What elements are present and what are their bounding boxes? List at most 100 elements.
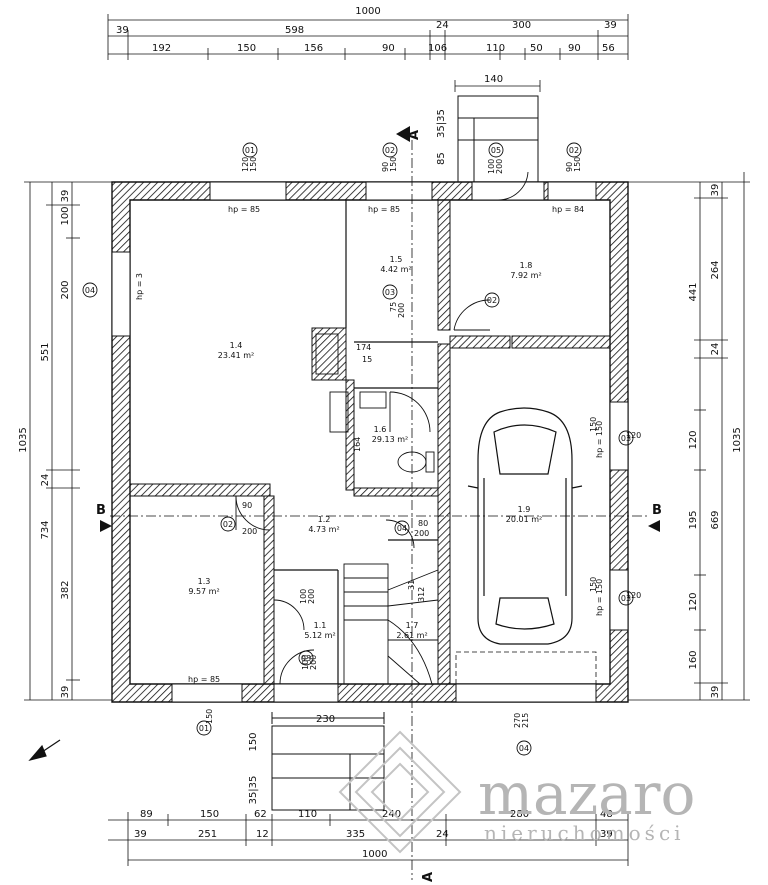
tag-03-a: 03 [385, 288, 395, 297]
dim-top-110: 110 [486, 43, 505, 54]
dim-15: 15 [362, 355, 372, 364]
section-a-top: A [407, 130, 422, 140]
dim-left-551: 551 [40, 342, 51, 361]
room-id-1-9: 1.9 [518, 505, 531, 514]
room-area-1-5: 4.42 m² [380, 265, 411, 274]
entry-steps-bottom [271, 712, 385, 811]
dim-bottom-280: 280 [510, 809, 529, 820]
hp-label-room18: hp = 84 [552, 205, 584, 214]
interior-walls [129, 199, 611, 685]
dim-left-39-top: 39 [60, 190, 71, 203]
dim-top-total: 1000 [355, 6, 380, 17]
dim-bottom-48: 48 [600, 809, 613, 820]
section-b-right: B [652, 503, 662, 518]
dim-right-669: 669 [710, 510, 721, 529]
room-area-1-2: 4.73 m² [308, 525, 339, 534]
dim-left-734: 734 [40, 520, 51, 539]
window-tag-texts: 01 02 05 02 04 03 02 02 04 03 03 03 01 0… [85, 146, 631, 753]
dim-bottom-89: 89 [140, 809, 153, 820]
dim-90-top: 90 [381, 162, 390, 172]
dim-left-100: 100 [60, 206, 71, 225]
dim-bottom-24: 24 [436, 829, 449, 840]
dim-bottom-39-left: 39 [134, 829, 147, 840]
section-a-bottom: A [421, 872, 436, 882]
dim-bottom-150: 150 [200, 809, 219, 820]
dim-200-g: 200 [307, 589, 316, 604]
dim-120-win-b: 120 [626, 591, 641, 600]
dim-entry-140: 140 [484, 74, 503, 85]
dim-100-b: 100 [301, 655, 310, 670]
door-swings [235, 171, 529, 685]
dim-right-195: 195 [688, 510, 699, 529]
dim-215: 215 [521, 713, 530, 728]
dim-100-top: 100 [487, 159, 496, 174]
dim-top-192: 192 [152, 43, 171, 54]
dim-top-106: 106 [428, 43, 447, 54]
section-a-arrow-top [396, 126, 410, 142]
room-area-1-3: 9.57 m² [188, 587, 219, 596]
dim-90-d: 90 [242, 501, 252, 510]
interior-stairs [343, 563, 439, 685]
top-dimensions [107, 14, 629, 92]
dim-bottom-62: 62 [254, 809, 267, 820]
room-id-1-5: 1.5 [390, 255, 403, 264]
dim-200-top: 200 [495, 159, 504, 174]
dim-150-top: 150 [249, 157, 258, 172]
dim-right-39-top: 39 [710, 184, 721, 197]
car-symbol [467, 407, 583, 645]
dim-left-39-bottom: 39 [60, 686, 71, 699]
section-b-arrow-left [100, 520, 112, 532]
tag-02-b: 02 [569, 146, 579, 155]
dim-top-150: 150 [237, 43, 256, 54]
dim-top-90b: 90 [568, 43, 581, 54]
watermark-logo-icon [338, 730, 462, 854]
dim-top-24: 24 [436, 20, 449, 31]
tag-05-a: 05 [491, 146, 501, 155]
hp-label-garage-b: hp = 150 [595, 579, 604, 616]
dim-150-win-b: 150 [589, 577, 598, 592]
tag-03-b: 03 [301, 654, 311, 663]
room-id-1-8: 1.8 [520, 261, 533, 270]
hp-label-room14: hp = 85 [228, 205, 260, 214]
dim-stair-35-35: 35|35 [248, 776, 259, 805]
dim-75: 75 [389, 302, 398, 312]
hp-label-left: hp = 3 [135, 273, 144, 300]
dim-right-120-a: 120 [688, 430, 699, 449]
tag-03-c: 03 [621, 434, 631, 443]
dim-bottom-251: 251 [198, 829, 217, 840]
dim-bottom-total: 1000 [362, 849, 387, 860]
dim-right-120-b: 120 [688, 592, 699, 611]
room-id-1-6: 1.6 [374, 425, 387, 434]
dim-stair-150: 150 [248, 732, 259, 751]
tag-04-c: 04 [519, 744, 529, 753]
dim-150-top-b: 150 [389, 157, 398, 172]
dim-bottom-12: 12 [256, 829, 269, 840]
dim-top-56: 56 [602, 43, 615, 54]
hp-label-room13: hp = 85 [188, 675, 220, 684]
dim-entry-85: 85 [436, 152, 447, 165]
dim-200-h: 200 [309, 655, 318, 670]
dim-left-1035: 1035 [18, 427, 29, 452]
dim-90-top-b: 90 [565, 162, 574, 172]
room-area-1-8: 7.92 m² [510, 271, 541, 280]
dim-right-24: 24 [710, 343, 721, 356]
section-b-arrow-right [648, 520, 660, 532]
dim-top-39-right: 39 [604, 20, 617, 31]
room-area-1-4: 23.41 m² [218, 351, 254, 360]
dim-bottom-335: 335 [346, 829, 365, 840]
garage-door-outline [455, 651, 597, 685]
dim-80: 80 [418, 519, 428, 528]
tag-02-d: 02 [223, 520, 233, 529]
dim-top-598: 598 [285, 25, 304, 36]
dim-200-d: 200 [397, 303, 406, 318]
room-id-1-3: 1.3 [198, 577, 211, 586]
room-id-1-4: 1.4 [230, 341, 243, 350]
dim-150-bottom: 150 [205, 709, 214, 724]
hp-label-room15: hp = 85 [368, 205, 400, 214]
room-labels: 1.4 23.41 m² 1.5 4.42 m² 1.8 7.92 m² 1.6… [188, 255, 542, 640]
dim-stair-230: 230 [316, 714, 335, 725]
dim-150-top-c: 150 [573, 157, 582, 172]
dim-right-441: 441 [688, 282, 699, 301]
dim-left-24: 24 [40, 474, 51, 487]
